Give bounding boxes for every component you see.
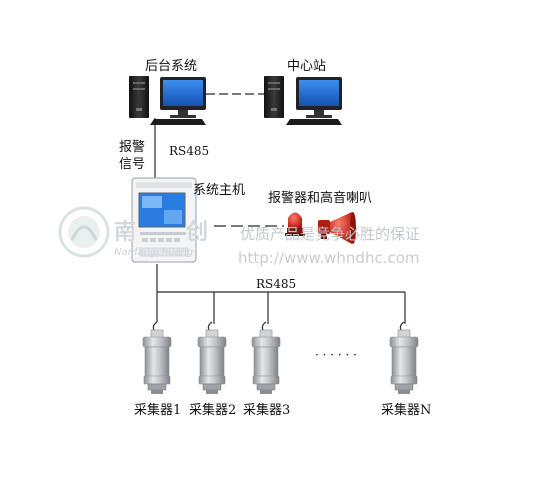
- collectors-ellipsis: · · · · · ·: [315, 348, 357, 362]
- label-alarm-speaker: 报警器和高音喇叭: [268, 191, 373, 206]
- center-station-computer-icon: [264, 76, 342, 125]
- watermark-brand-tail: 创: [186, 220, 209, 245]
- collector-n-label: 采集器N: [381, 403, 432, 418]
- watermark-brand: 南: [114, 220, 137, 245]
- watermark-pinyin: Nanfangchuang: [114, 247, 194, 258]
- label-rs485-bus: RS485: [256, 277, 297, 291]
- horn-speaker-icon: [318, 212, 356, 244]
- label-rs485-top: RS485: [169, 144, 210, 158]
- collector-3-label: 采集器3: [243, 403, 291, 418]
- watermark-logo: [58, 206, 110, 258]
- label-alarm-signal: 报警信号: [118, 140, 145, 172]
- backend-computer-icon: [129, 76, 206, 125]
- label-center-station: 中心站: [287, 59, 327, 74]
- label-backend-system: 后台系统: [145, 59, 198, 74]
- watermark-slogan: 优质产品是竞争必胜的保证: [240, 225, 421, 243]
- alarm-light-icon: [285, 212, 305, 236]
- collector-1-label: 采集器1: [134, 403, 182, 418]
- collector-1-icon: [142, 321, 172, 394]
- collector-2-icon: [197, 321, 227, 394]
- collectors: [142, 321, 419, 394]
- collector-3-icon: [251, 321, 281, 394]
- watermark-url: http://www.whndhc.com: [238, 249, 420, 267]
- label-system-host: 系统主机: [193, 183, 246, 198]
- system-host-icon: [131, 177, 197, 263]
- collector-2-label: 采集器2: [189, 403, 237, 418]
- collector-n-icon: [389, 321, 419, 394]
